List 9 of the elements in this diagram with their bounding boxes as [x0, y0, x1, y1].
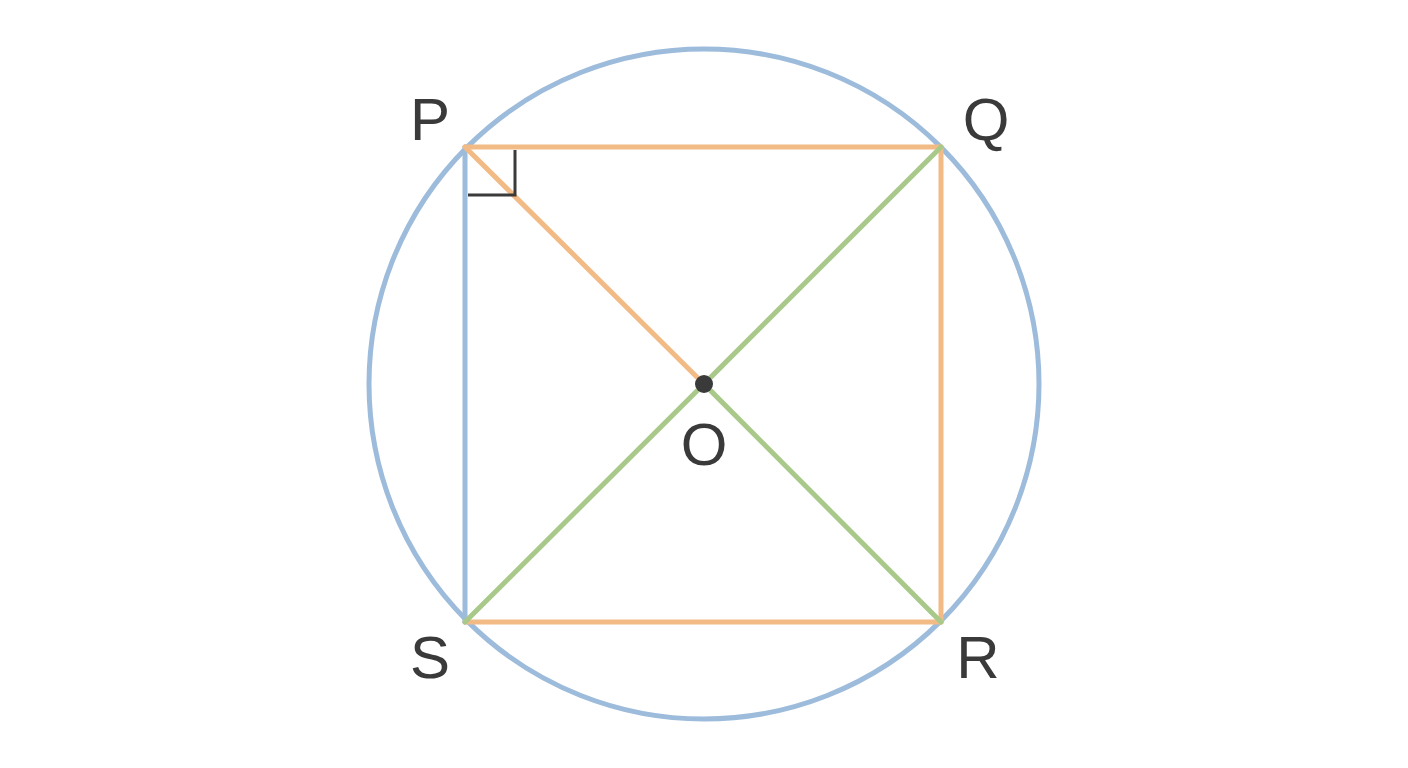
point-label: S — [410, 628, 450, 688]
line-segment — [462, 387, 701, 625]
point-label: Q — [962, 90, 1010, 150]
point-label: P — [410, 90, 450, 150]
line-segment — [462, 144, 701, 381]
point-label: O — [680, 415, 728, 475]
point-label: R — [956, 628, 1000, 688]
line-segment — [707, 387, 944, 625]
line-segment — [707, 144, 944, 381]
